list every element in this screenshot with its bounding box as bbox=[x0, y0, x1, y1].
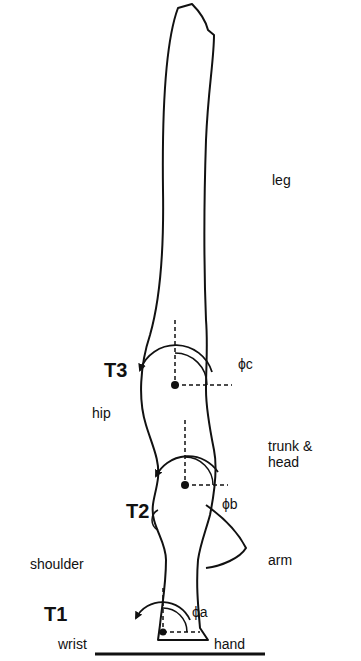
segment-label: leg bbox=[272, 172, 291, 188]
wrist-joint bbox=[136, 588, 200, 636]
torque-label: T3 bbox=[104, 359, 127, 381]
joint-label: wrist bbox=[58, 636, 87, 652]
angle-label: ϕc bbox=[238, 356, 253, 372]
joint-label: hip bbox=[92, 405, 111, 421]
segment-label: trunk & head bbox=[268, 438, 330, 470]
torque-label: T2 bbox=[126, 500, 149, 522]
torque-label: T1 bbox=[44, 603, 67, 625]
face-mark bbox=[152, 510, 158, 530]
segment-label: hand bbox=[214, 636, 245, 652]
hip-joint bbox=[140, 320, 232, 389]
body-outline bbox=[141, 4, 216, 640]
shoulder-joint bbox=[156, 420, 228, 489]
segment-label: arm bbox=[268, 552, 292, 568]
joint-label: shoulder bbox=[30, 556, 84, 572]
angle-label: ϕb bbox=[222, 496, 238, 512]
head-outline bbox=[206, 505, 246, 568]
ground-line bbox=[95, 653, 265, 656]
angle-label: ϕa bbox=[192, 604, 208, 620]
